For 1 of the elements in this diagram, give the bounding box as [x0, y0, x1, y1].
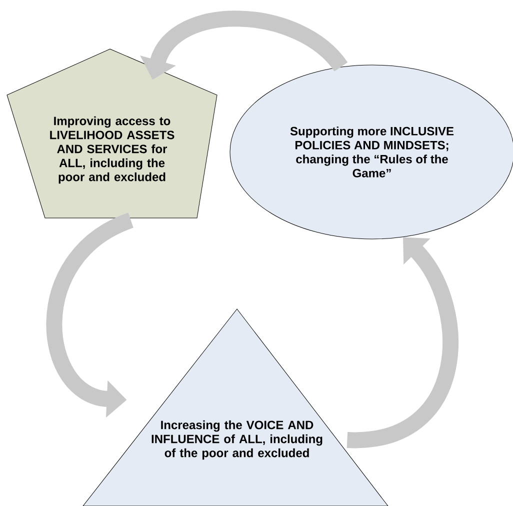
- curved-arrow: [346, 237, 458, 448]
